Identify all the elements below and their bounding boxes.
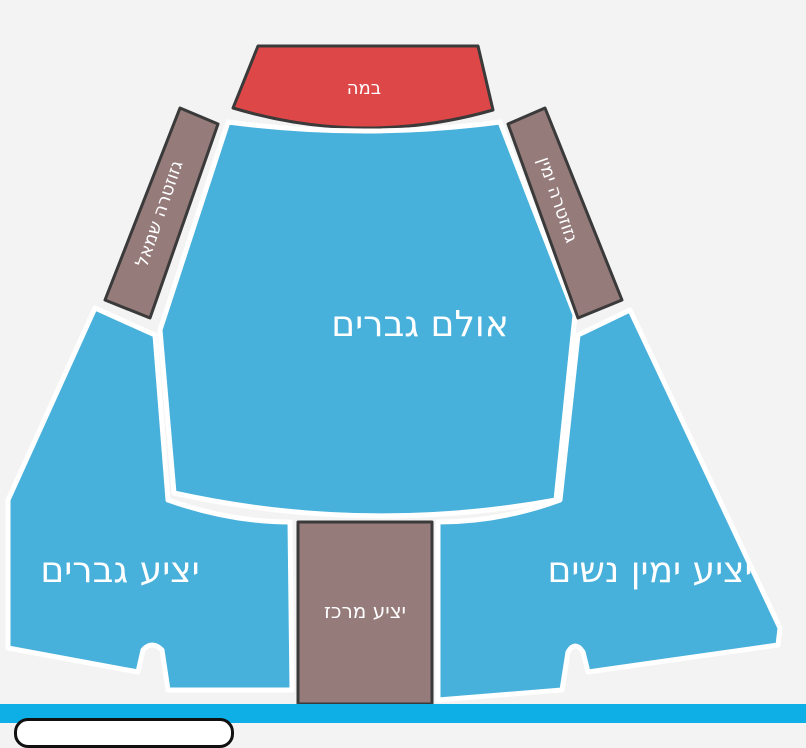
section-men-balcony[interactable] — [5, 305, 295, 693]
bottom-bar — [0, 704, 806, 748]
section-stage[interactable] — [231, 44, 495, 130]
section-left-gallery[interactable] — [103, 106, 220, 320]
section-right-gallery[interactable] — [506, 106, 624, 320]
seating-map: במה אולם גברים גזוזטרה שמאל גזוזטרה ימין… — [5, 44, 783, 706]
section-men-hall[interactable] — [157, 119, 578, 519]
section-right-women-balcony[interactable] — [435, 307, 783, 703]
section-center-balcony[interactable] — [296, 520, 434, 706]
